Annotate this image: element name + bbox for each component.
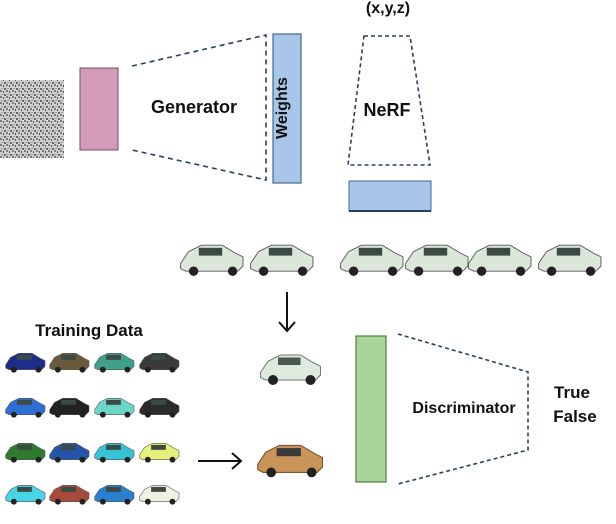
coords-label: (x,y,z) [366,0,410,17]
training-car [139,397,180,418]
training-car [49,397,90,418]
selected-render-car [260,354,321,385]
rendered-view-car [250,244,314,276]
generator-label: Generator [151,97,237,117]
training-car [94,442,135,463]
training-car [49,352,90,373]
nerf-trapezoid [347,35,431,166]
rendered-views [180,244,602,276]
training-car [49,484,90,505]
generator-trapezoid [131,33,267,181]
weights-label: Weights [274,77,291,139]
discriminator-label: Discriminator [412,400,515,417]
generator-input-block [79,67,119,151]
weights-block [272,33,302,184]
training-car [5,442,46,463]
rendered-view-car [468,244,532,276]
training-car [139,484,180,505]
training-car [5,484,46,505]
nerf-label: NeRF [363,100,410,120]
training-car [5,352,46,373]
rendered-view-car [180,244,244,276]
discriminator-trapezoid [397,333,529,485]
noise-patch [0,80,64,158]
training-car [94,352,135,373]
training-data-label: Training Data [35,321,143,340]
training-car [49,442,90,463]
right-arrow [198,452,243,470]
training-car [5,397,46,418]
training-car [94,397,135,418]
false-label: False [553,407,596,426]
training-car [94,484,135,505]
rendered-view-car [405,244,469,276]
rendered-view-car [340,244,404,276]
training-car [139,442,180,463]
rendered-view-car [538,244,602,276]
discriminator-input-block [355,335,387,483]
selected-training-car [257,444,324,478]
true-label: True [554,383,590,402]
training-data-grid [5,352,180,505]
nerf-output-bar [348,180,432,212]
down-arrow [278,292,296,333]
training-car [139,352,180,373]
